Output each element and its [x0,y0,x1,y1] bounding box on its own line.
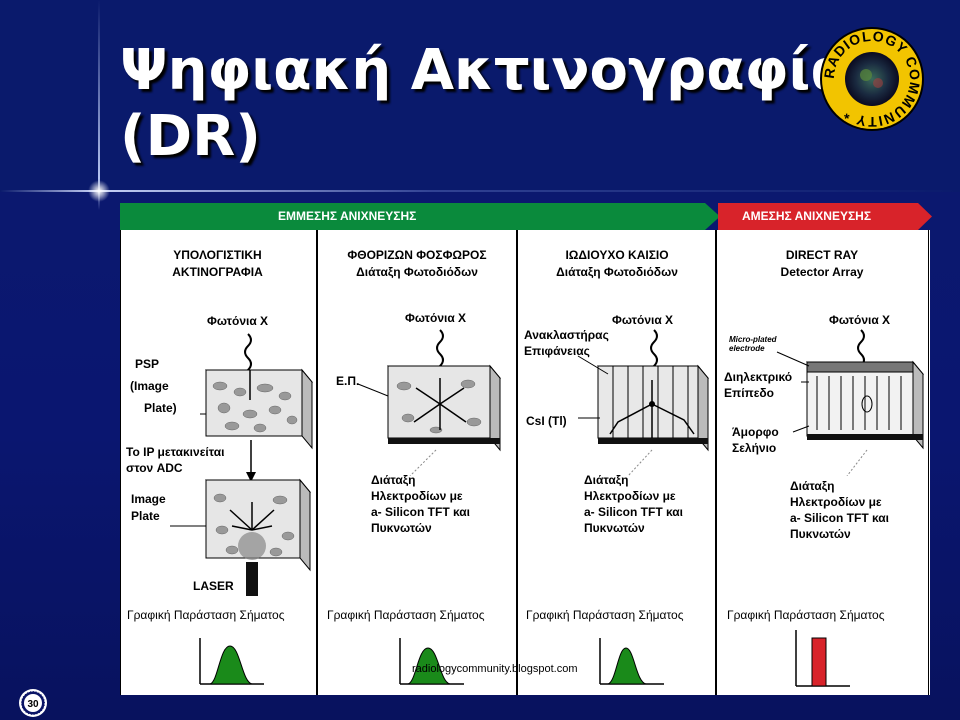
col3-reflector-label-2: Επιφάνειας [524,344,590,358]
col4-dielectric-label: Διηλεκτρικό [724,370,793,384]
col3-array-label-3: a- Silicon TFT και [584,505,684,519]
col3-array-label-2: Ηλεκτροδίων με [584,489,676,503]
col2-array-label: Διάταξη [371,473,416,487]
column-divider [316,230,318,695]
col1-psp-label: PSP [135,357,160,371]
col4-signal-label: Γραφική Παράσταση Σήματος [727,608,885,622]
col1-signal-graph [199,638,264,685]
direct-banner [718,203,932,230]
col3-photons-label: Φωτόνια Χ [612,313,674,327]
col2-signal-label: Γραφική Παράσταση Σήματος [327,608,485,622]
col3-reflector-label: Ανακλαστήρας [524,328,609,342]
col4-array-label: Διάταξη [790,479,835,493]
col3-array-label-4: Πυκνωτών [584,521,645,535]
indirect-banner-label: ΕΜΜΕΣΗΣ ΑΝΙΧΝΕΥΣΗΣ [278,209,417,223]
col4-array-label-2: Ηλεκτροδίων με [790,495,882,509]
footer-url: radiologycommunity.blogspot.com [412,663,578,675]
direct-banner-label: ΑΜΕΣΗΣ ΑΝΙΧΝΕΥΣΗΣ [742,209,872,223]
col1-psp-label-3: Plate) [144,401,177,415]
col4-micro-electrode-label: Micro-plated electrode [729,335,777,353]
col4-title: DIRECT RAY Detector Array [780,248,864,279]
col4-array-label-4: Πυκνωτών [790,527,851,541]
title-band [0,0,960,192]
col2-array-label-3: a- Silicon TFT και [371,505,471,519]
col1-signal-label: Γραφική Παράσταση Σήματος [127,608,285,622]
indirect-banner [120,203,720,230]
col4-array-label-3: a- Silicon TFT και [790,511,890,525]
col2-illustration [357,329,502,476]
slide-title: Ψηφιακή Ακτινογραφία (DR) [120,38,849,170]
col1-psp-label-2: (Image [130,379,169,393]
title-line-1: Ψηφιακή Ακτινογραφία [120,38,849,103]
col2-ep-label: Ε.Π. [336,374,360,388]
col4-photons-label: Φωτόνια Χ [829,313,891,327]
radiology-community-logo: RADIOLOGY COMMUNITY * [820,27,924,131]
col4-selenium-label: Άμορφο [732,425,779,439]
col3-array-label: Διάταξη [584,473,629,487]
col3-signal-label: Γραφική Παράσταση Σήματος [526,608,684,622]
decor-vertical-line [98,0,100,210]
col3-csi-label: CsI (Tl) [526,414,567,428]
col2-array-label-4: Πυκνωτών [371,521,432,535]
col2-signal-graph [399,638,464,685]
column-divider [516,230,518,695]
panel-border-left [120,230,121,695]
diagram-panel [120,230,930,695]
col1-illustration [170,333,314,596]
col3-illustration [577,329,710,476]
page-number: 30 [27,699,39,710]
col4-dielectric-label-2: Επίπεδο [724,386,775,400]
col1-laser-label: LASER [193,579,234,593]
page-number-badge: 30 [19,689,47,717]
column-divider [715,230,717,695]
panel-border-right [928,230,929,695]
col1-move-label: Το IP μετακινείται [126,445,225,459]
col1-title: ΥΠΟΛΟΓΙΣΤΙΚΗ ΑΚΤΙΝΟΓΡΑΦΙΑ [172,248,263,279]
col3-signal-graph [599,638,664,685]
col4-illustration [776,329,925,476]
col2-title: ΦΘΟΡΙΖΩΝ ΦΟΣΦΩΡΟΣ Διάταξη Φωτοδιόδων [347,248,487,279]
decor-horizontal-line [0,190,960,192]
col4-signal-graph [795,630,850,687]
col2-array-label-2: Ηλεκτροδίων με [371,489,463,503]
col1-plate-label: Image [131,492,166,506]
col2-photons-label: Φωτόνια Χ [405,311,467,325]
col4-selenium-label-2: Σελήνιο [732,441,777,455]
col3-title: ΙΩΔΙΟΥΧΟ ΚΑΙΣΙΟ Διάταξη Φωτοδιόδων [556,248,678,279]
col1-photons-label: Φωτόνια Χ [207,314,269,328]
col1-move-label-2: στον ADC [126,461,183,475]
col1-plate-label-2: Plate [131,509,160,523]
decor-flare [88,180,110,202]
title-line-2: (DR) [120,104,261,169]
